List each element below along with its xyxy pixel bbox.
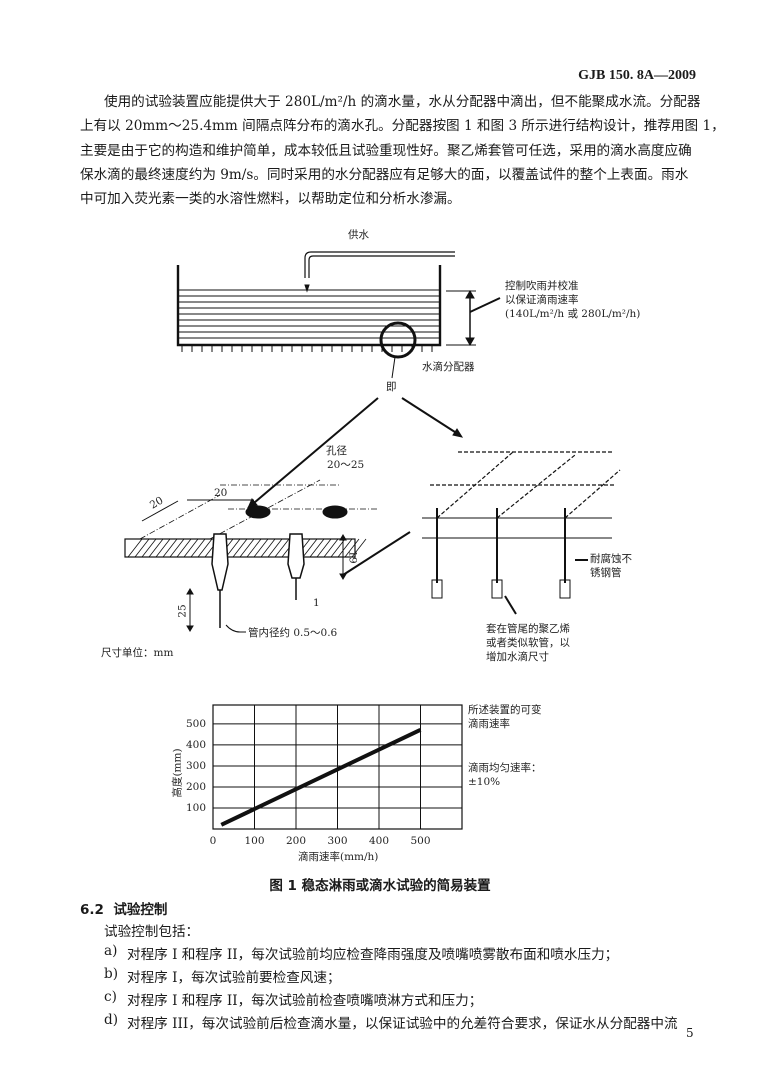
hatch-line [148,538,164,558]
dim-1: 1 [313,597,320,609]
y-tick-label: 200 [186,780,207,793]
label-water-supply: 供水 [348,229,369,241]
y-tick-label: 500 [186,717,207,730]
hatch-line [239,538,255,558]
label-steel: 锈钢管 [590,567,622,579]
label-distributor: 水滴分配器 [422,361,475,373]
hatch-line [197,538,213,558]
hatch-line [267,538,283,558]
section-number: 6.2 [80,902,104,918]
hatch-line [162,538,178,558]
chart-plot [212,704,463,830]
label-sleeve: 套在管尾的聚乙烯 [486,623,570,635]
label-sleeve: 或者类似软管，以 [486,637,570,649]
hatch-line [225,538,241,558]
hatch-line [127,538,143,558]
paragraph-line: 保水滴的最终速度约为 9m/s。同时采用的水分配器应有足够大的面，以覆盖试件的整… [80,166,689,183]
hatch-line [344,538,360,558]
body-paragraph: 使用的试验装置应能提供大于 280L/m²/h 的滴水量，水从分配器中滴出，但不… [80,90,725,211]
dim-19: 19 [346,550,359,564]
x-tick-label: 200 [285,835,307,847]
hatch-line [183,538,199,558]
list-item-label: d) [104,1012,119,1028]
hatch-line [302,538,318,558]
label-control: 以保证滴雨速率 [505,294,579,306]
y-tick-label: 400 [186,738,207,751]
list-item-text: 对程序 I 和程序 II，每次试验前均应检查降雨强度及喷嘴喷雾散布面和喷水压力； [127,947,619,963]
series-line [220,727,422,827]
label-control: 控制吹雨并校准 [505,280,579,292]
label-uniform-rate: ±10% [468,776,501,788]
hatch-line [246,538,262,558]
section-heading: 6.2 试验控制 [80,898,167,918]
hatch-line [253,538,269,558]
x-tick-label: 500 [410,835,431,847]
page-number: 5 [686,1026,694,1040]
y-tick-label: 100 [186,801,207,814]
chart-y-label: 高度(mm) [171,748,184,798]
list-item-label: a) [104,943,118,959]
hatch-line [274,538,290,558]
hatch-line [134,538,150,558]
paragraph-line: 中可加入荧光素一类的水溶性燃料，以帮助定位和分析水渗漏。 [80,191,461,208]
label-steel: 耐腐蚀不 [590,553,632,565]
hatch-line [351,538,367,558]
list-item-text: 对程序 I，每次试验前要检查风速； [127,970,341,986]
section-intro: 试验控制包括： [104,924,200,940]
label-hole-range: 20～25 [327,459,365,471]
dim-20: 20 [214,487,228,499]
list-item-label: b) [104,966,119,982]
hatch-line [316,538,332,558]
hatch-line [176,538,192,558]
label-control: (140L/m²/h 或 280L/m²/h) [505,308,641,320]
label-variable-rate: 所述装置的可变 [468,704,542,716]
x-tick-label: 100 [244,835,265,847]
hatch-line [155,538,171,558]
hatch-line [169,538,185,558]
x-tick-label: 300 [327,835,348,847]
document-code: GJB 150. 8A—2009 [578,68,696,83]
list-item-label: c) [104,989,117,1005]
label-unit: 尺寸单位：mm [101,647,174,659]
x-tick-label: 0 [209,835,217,847]
label-sleeve: 增加水滴尺寸 [486,651,549,663]
hatch-line [337,538,353,558]
paragraph-line: 主要是由于它的构造和维护简单，成本较低且试验重现性好。聚乙烯套管可任选，采用的滴… [80,142,692,159]
paragraph-line: 上有以 20mm～25.4mm 间隔点阵分布的滴水孔。分配器按图 1 和图 3 … [80,118,725,135]
figure-caption: 图 1 稳态淋雨或滴水试验的简易装置 [269,878,491,894]
hatch-line [190,538,206,558]
y-tick-label: 300 [186,759,207,772]
chart-x-label: 滴雨速率(mm/h) [298,851,379,863]
hatch-line [323,538,339,558]
list-item-text: 对程序 III，每次试验前后检查滴水量，以保证试验中的允差符合要求，保证水从分配… [127,1016,678,1032]
label-hole-diameter: 孔径 [326,445,347,457]
label-uniform-rate: 滴雨均匀速率： [468,762,542,774]
hatch-line [309,538,325,558]
hatch-line [260,538,276,558]
label-detail: 即 [386,381,397,393]
hatch-line [141,538,157,558]
list-item-text: 对程序 I 和程序 II，每次试验前检查喷嘴喷淋方式和压力； [127,993,483,1009]
paragraph-line: 使用的试验装置应能提供大于 280L/m²/h 的滴水量，水从分配器中滴出，但不… [104,94,701,110]
label-variable-rate: 滴雨速率 [468,718,510,730]
hatch-line [232,538,248,558]
label-tube-inner: 管内径约 0.5～0.6 [248,627,338,639]
section-title: 试验控制 [113,902,168,918]
x-tick-label: 400 [368,835,390,847]
dim-25: 25 [176,604,189,618]
